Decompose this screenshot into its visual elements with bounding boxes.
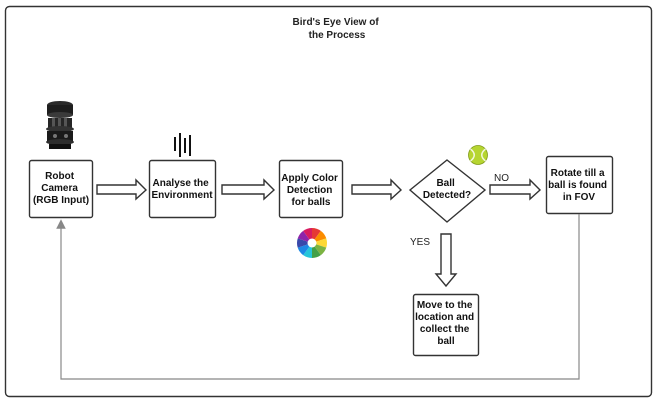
node-label-line: Detection	[287, 185, 333, 196]
node-label-line: ball	[437, 336, 454, 347]
color-detection-node: Apply Color Detection for balls	[278, 159, 344, 219]
svg-text:Ball Detected?: Ball Detected?	[423, 178, 471, 201]
color-wheel-segment	[297, 238, 312, 248]
flow-arrow	[96, 178, 148, 201]
flow-arrow	[351, 178, 403, 201]
flow-arrow	[489, 178, 542, 201]
node-label-line: Camera	[41, 183, 78, 194]
node-label-line: location and	[415, 312, 474, 323]
color-wheel-segment	[297, 230, 312, 243]
color-wheel-segment	[312, 243, 327, 256]
robot-icon	[46, 101, 74, 149]
color-wheel-segment	[297, 243, 312, 256]
svg-text:Apply Color Detection: Apply Color Detection for balls	[281, 173, 340, 208]
sound-wave-icon	[174, 133, 191, 157]
loop-back-connector	[56, 214, 580, 380]
color-wheel-segment	[312, 238, 327, 248]
edge-label-yes: YES	[410, 237, 430, 248]
color-wheel-segment	[312, 230, 327, 243]
node-label-line: in FOV	[563, 192, 596, 203]
diagram-frame	[4, 5, 653, 398]
ball-detected-decision: Ball Detected?	[408, 159, 487, 223]
title-line: the Process	[309, 30, 366, 41]
rotate-node: Rotate till a ball is found in FOV	[545, 155, 614, 215]
node-label-line: Detected?	[423, 190, 471, 201]
node-label-line: Environment	[151, 190, 213, 201]
tennis-ball-icon	[468, 145, 488, 165]
node-label-line: collect the	[420, 324, 470, 335]
analyse-environment-node: Analyse the Environment	[148, 159, 217, 219]
svg-text:Move to the location and: Move to the location and collect the bal…	[415, 300, 477, 347]
node-label-line: Rotate till a	[551, 168, 605, 179]
node-label-line: Analyse the	[153, 178, 210, 189]
svg-text:Analyse the Environment: Analyse the Environment	[151, 178, 213, 201]
node-label-line: Robot	[45, 171, 75, 182]
node-label-line: Move to the	[417, 300, 473, 311]
node-label-line: (RGB Input)	[33, 195, 89, 206]
color-wheel-center	[307, 238, 317, 248]
flow-arrow	[221, 178, 276, 201]
flow-arrow	[434, 233, 458, 288]
color-wheel-icon	[297, 228, 327, 258]
title-line: Bird's Eye View of	[293, 17, 380, 28]
node-label-line: ball is found	[548, 180, 607, 191]
robot-camera-node: Robot Camera (RGB Input)	[28, 159, 94, 219]
svg-text:Rotate till a ball is fo: Rotate till a ball is found in FOV	[548, 168, 610, 203]
move-collect-node: Move to the location and collect the bal…	[412, 293, 480, 357]
svg-text:Robot Camera (RGB: Robot Camera (RGB Input)	[33, 171, 89, 206]
node-label-line: Ball	[436, 178, 455, 189]
node-label-line: Apply Color	[281, 173, 338, 184]
edge-label-no: NO	[494, 173, 509, 184]
node-label-line: for balls	[292, 197, 331, 208]
diagram-title: Bird's Eye View of the Process	[293, 17, 382, 41]
